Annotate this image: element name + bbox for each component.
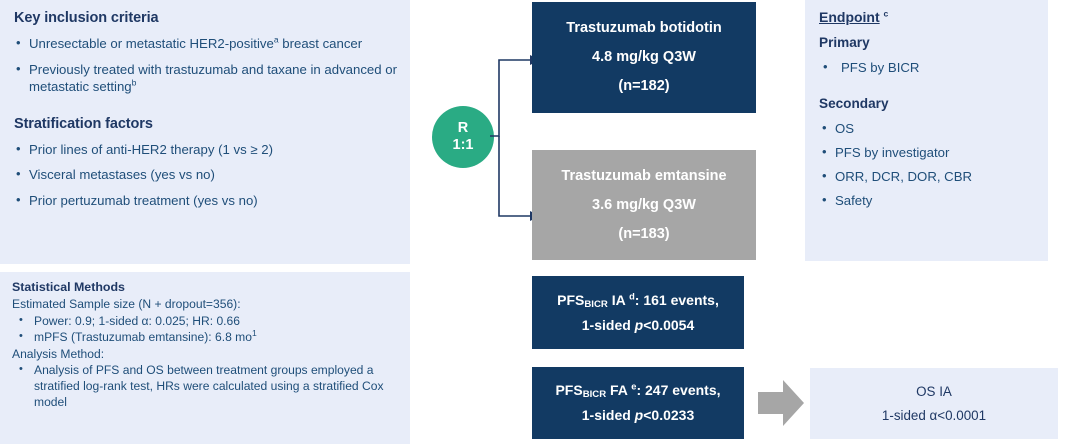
pfs-ia-events-line: PFSBICR IA d: 161 events, [557, 288, 719, 313]
pfs-fa-subscript: BICR [582, 389, 607, 400]
statistical-methods-panel: Statistical Methods Estimated Sample siz… [0, 272, 410, 444]
flow-arrow-right-icon [758, 380, 804, 426]
pfs-ia-p-symbol: p [634, 316, 644, 333]
inclusion-heading: Key inclusion criteria [14, 10, 159, 26]
treatment-arm-control: Trastuzumab emtansine 3.6 mg/kg Q3W (n=1… [532, 150, 756, 260]
stats-bullet-mpfs: mPFS (Trastuzumab emtansine): 6.8 mo1 [12, 328, 400, 346]
pfs-fa-events: : 247 events, [636, 382, 721, 398]
endpoint-secondary-heading: Secondary [819, 96, 889, 111]
endpoint-secondary-item-3: ORR, DCR, DOR, CBR [819, 167, 1048, 185]
arm-experimental-drug: Trastuzumab botidotin [566, 20, 722, 36]
inclusion-bullet-2-text: Previously treated with trastuzumab and … [29, 61, 397, 95]
pfs-ia-alpha-post: <0.0054 [643, 316, 695, 333]
pfs-interim-analysis-box: PFSBICR IA d: 161 events, 1-sided p<0.00… [532, 276, 744, 349]
os-ia-title: OS IA [916, 383, 952, 399]
pfs-fa-label: FA [606, 382, 628, 398]
reference-marker-1: 1 [251, 328, 257, 339]
endpoint-title-text: Endpoint [819, 9, 880, 25]
arm-control-drug: Trastuzumab emtansine [561, 167, 727, 184]
stratification-heading: Stratification factors [14, 115, 153, 132]
endpoint-title: Endpoint c [819, 9, 1048, 25]
endpoint-secondary-item-1: OS [819, 119, 1048, 137]
pfs-fa-events-line: PFSBICR FA e: 247 events, [555, 378, 720, 403]
inclusion-bullet-1-text: Unresectable or metastatic HER2-positive… [29, 34, 363, 51]
footnote-marker-d: d [629, 290, 635, 301]
footnote-marker-a: a [273, 34, 279, 45]
arm-control-n: (n=183) [618, 225, 670, 242]
arm-control-dose: 3.6 mg/kg Q3W [592, 196, 696, 213]
pfs-fa-alpha-line: 1-sided p<0.0233 [582, 403, 694, 428]
inclusion-bullet-1: Unresectable or metastatic HER2-positive… [14, 34, 398, 53]
pfs-ia-events: : 161 events, [634, 291, 719, 308]
treatment-arm-experimental: Trastuzumab botidotin 4.8 mg/kg Q3W (n=1… [532, 2, 756, 113]
arm-experimental-n: (n=182) [618, 78, 670, 94]
footnote-marker-e: e [631, 381, 637, 392]
pfs-fa-alpha-pre: 1-sided [581, 407, 635, 423]
footnote-marker-c: c [883, 8, 889, 19]
randomization-ratio: 1:1 [452, 137, 474, 153]
pfs-ia-label: IA [607, 291, 626, 308]
endpoint-secondary-item-2: PFS by investigator [819, 143, 1048, 161]
pfs-ia-prefix: PFS [557, 291, 585, 308]
endpoint-primary-item-1: PFS by BICR [819, 58, 1048, 76]
pfs-fa-p-symbol: p [634, 407, 644, 423]
inclusion-bullet-2: Previously treated with trastuzumab and … [14, 60, 398, 96]
endpoint-primary-heading: Primary [819, 35, 870, 50]
sample-size-line: Estimated Sample size (N + dropout=356): [12, 297, 241, 311]
pfs-ia-alpha-line: 1-sided p<0.0054 [582, 313, 694, 338]
pfs-ia-subscript: BICR [584, 298, 608, 310]
analysis-method-line: Analysis Method: [12, 346, 105, 361]
os-interim-analysis-box: OS IA 1-sided α<0.0001 [810, 368, 1058, 439]
pfs-final-analysis-box: PFSBICR FA e: 247 events, 1-sided p<0.02… [532, 367, 744, 439]
endpoint-panel: Endpoint c Primary PFS by BICR Secondary… [805, 0, 1048, 261]
os-ia-alpha: 1-sided α<0.0001 [881, 407, 987, 423]
randomization-letter: R [457, 120, 469, 136]
stats-bullet-power: Power: 0.9; 1-sided α: 0.025; HR: 0.66 [12, 313, 400, 330]
statistical-methods-heading: Statistical Methods [12, 280, 125, 294]
pfs-ia-alpha-pre: 1-sided [581, 316, 635, 333]
arm-experimental-dose: 4.8 mg/kg Q3W [592, 49, 696, 65]
stats-bullet-mpfs-text: mPFS (Trastuzumab emtansine): 6.8 mo [34, 330, 252, 345]
stratification-bullet-2: Visceral metastases (yes vs no) [14, 165, 398, 184]
endpoint-secondary-item-4: Safety [819, 191, 1048, 209]
footnote-marker-b: b [131, 77, 137, 88]
pfs-fa-alpha-post: <0.0233 [643, 407, 695, 423]
pfs-fa-prefix: PFS [555, 382, 583, 398]
randomization-node: R 1:1 [432, 106, 494, 168]
stratification-bullet-3: Prior pertuzumab treatment (yes vs no) [14, 191, 398, 210]
stratification-bullet-1: Prior lines of anti-HER2 therapy (1 vs ≥… [14, 140, 398, 159]
key-inclusion-criteria-panel: Key inclusion criteria Unresectable or m… [0, 0, 410, 264]
stats-bullet-analysis: Analysis of PFS and OS between treatment… [12, 362, 400, 410]
